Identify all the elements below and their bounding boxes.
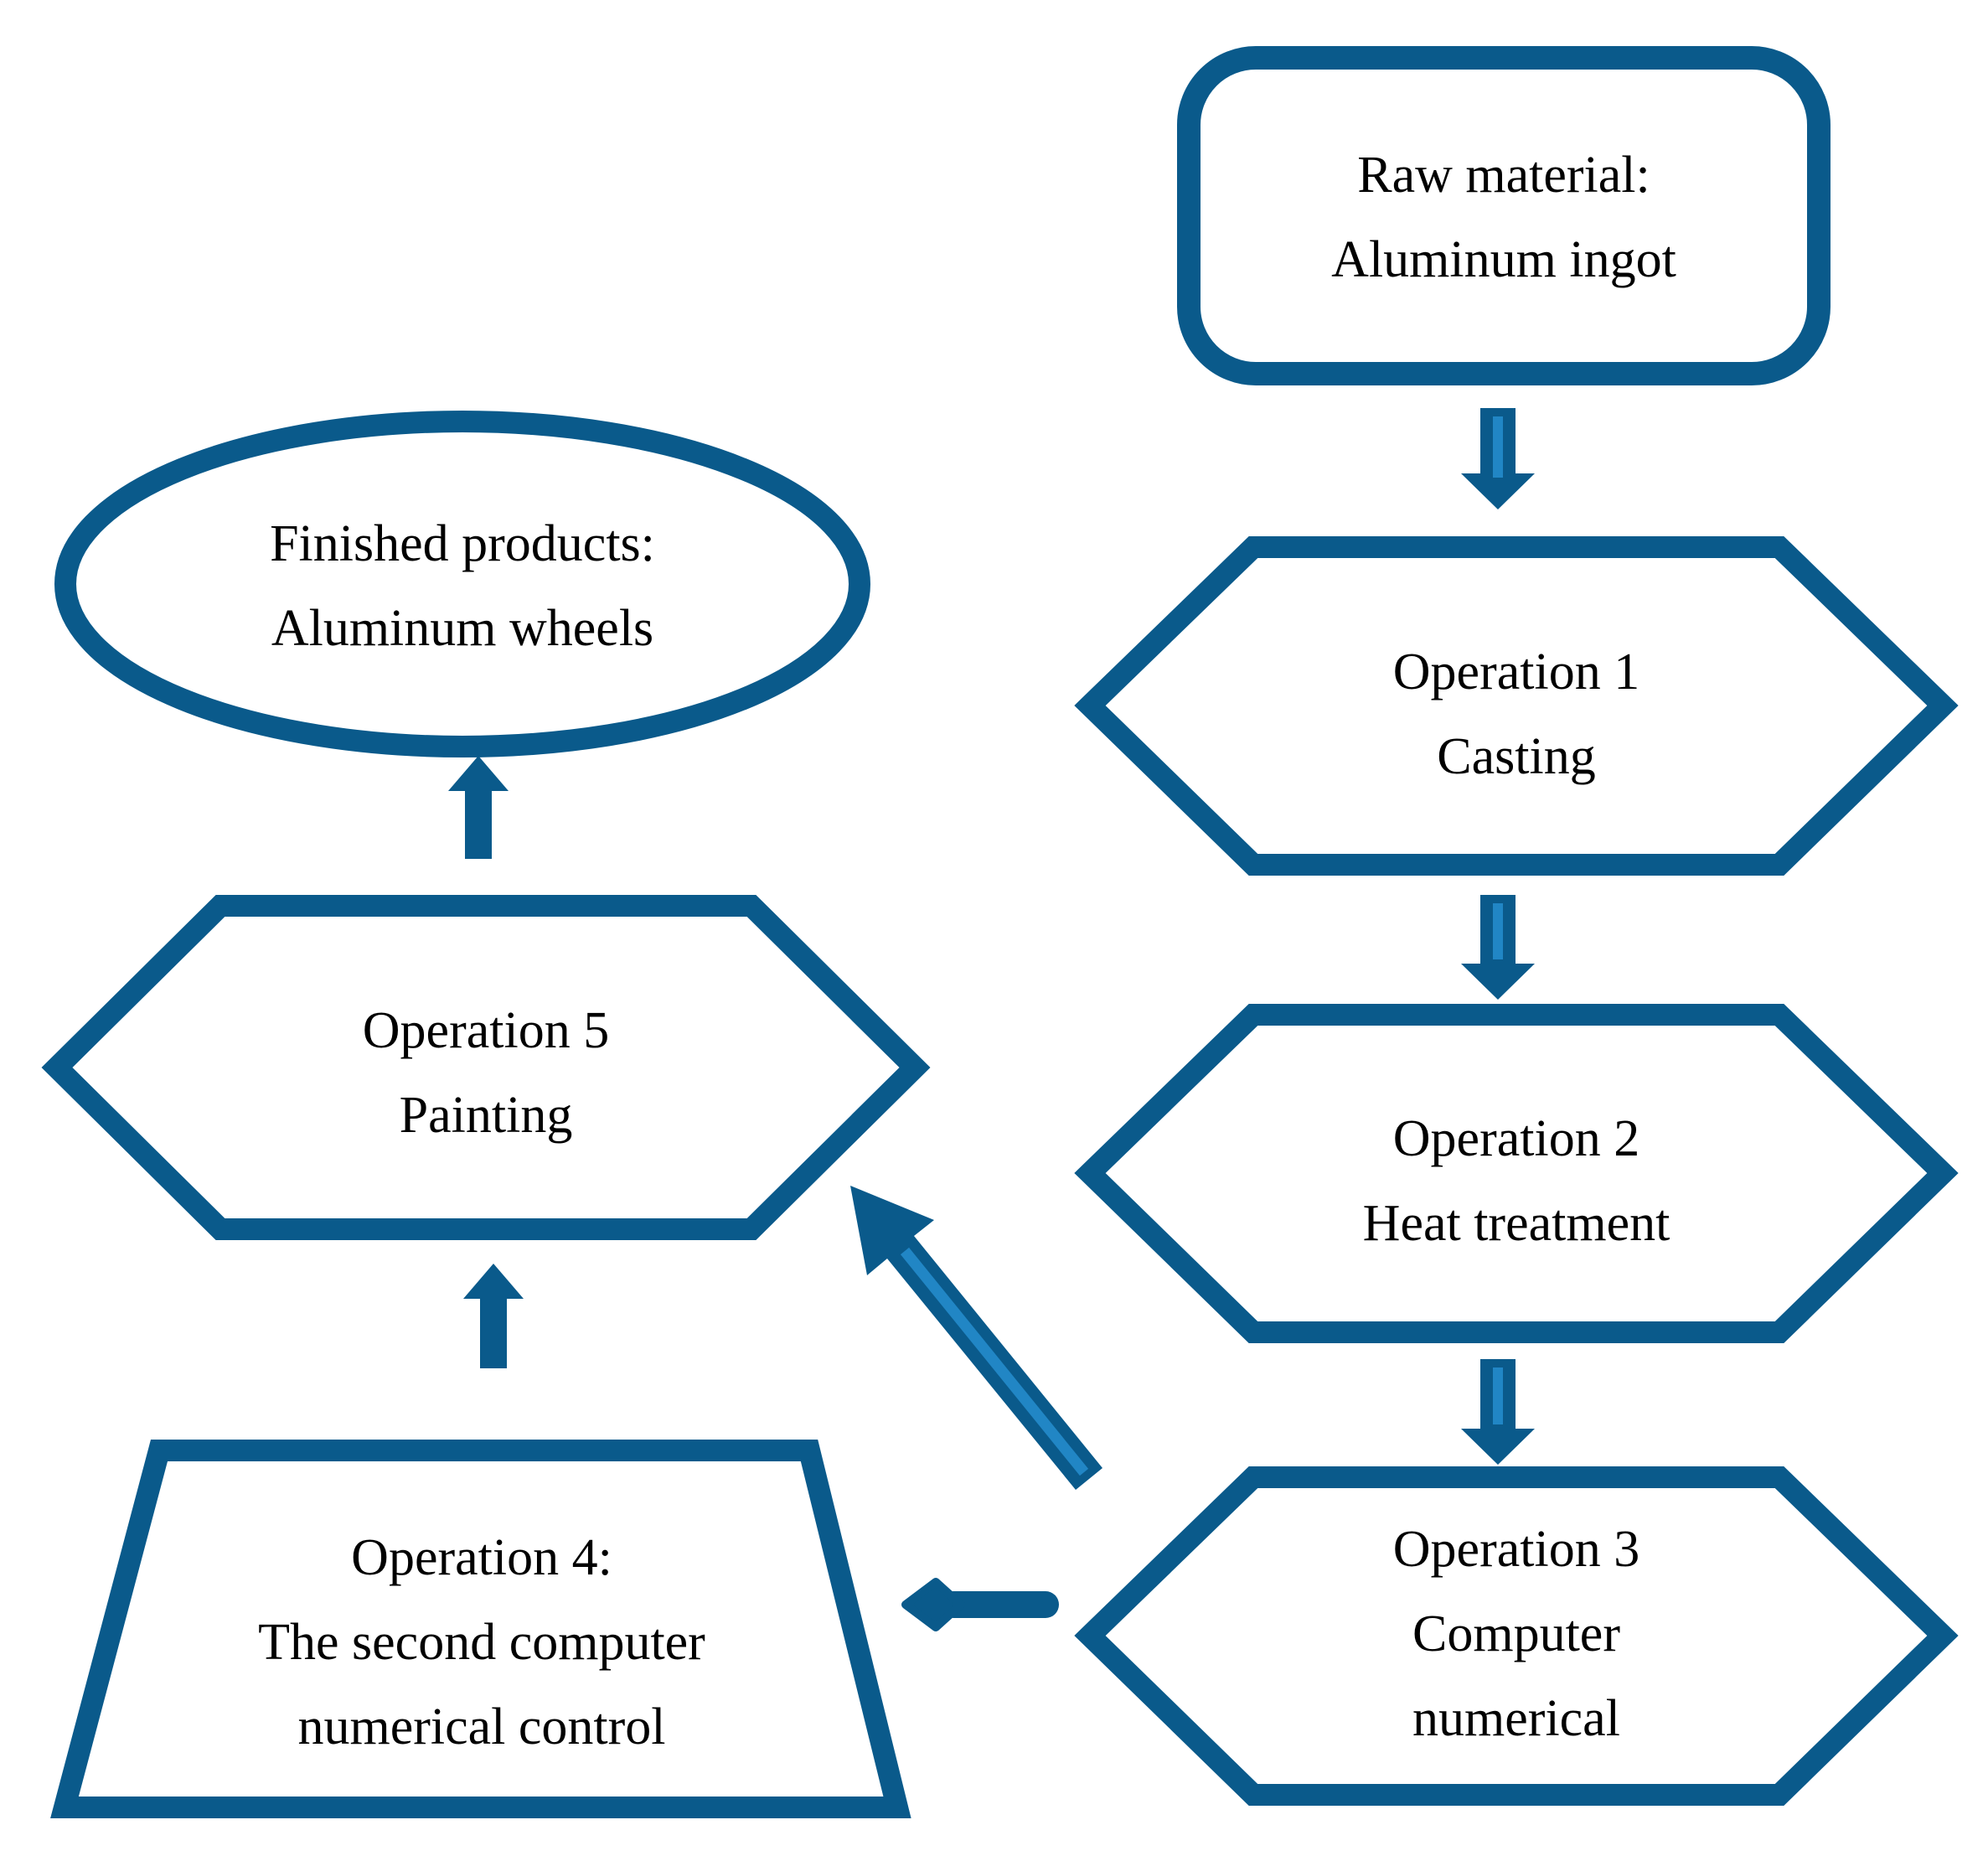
finished-products-label-line1: Finished products:	[270, 515, 655, 572]
operation4-label-line2: The second computer	[258, 1614, 705, 1671]
operation1-shape	[1074, 536, 1959, 876]
arrow-raw-material-to-operation1-highlight	[1493, 416, 1503, 478]
finished-products-shape	[54, 411, 870, 757]
raw-material-shape	[1177, 46, 1831, 385]
raw-material-label: Raw material: Aluminum ingot	[1169, 133, 1839, 302]
arrow-operation2-to-operation3-highlight	[1493, 1367, 1503, 1424]
operation1-label-line1: Operation 1	[1392, 644, 1640, 701]
raw-material-label-line1: Raw material:	[1357, 147, 1650, 204]
operation5-label-line2: Painting	[399, 1087, 573, 1144]
finished-products-label: Finished products: Aluminum wheels	[85, 502, 839, 671]
operation3-label-line3: numerical	[1412, 1690, 1620, 1747]
finished-products-label-line2: Aluminum wheels	[271, 600, 654, 657]
operation1-label-line2: Casting	[1437, 728, 1596, 785]
operation4-label-line1: Operation 4:	[351, 1529, 612, 1586]
raw-material-label-line2: Aluminum ingot	[1331, 231, 1676, 288]
operation5-label: Operation 5 Painting	[151, 989, 821, 1158]
operation2-label-line1: Operation 2	[1392, 1110, 1640, 1167]
operation5-shape	[41, 895, 931, 1240]
arrow-operation4-to-operation5	[463, 1264, 524, 1368]
operation3-label-line1: Operation 3	[1392, 1521, 1640, 1578]
arrow-operation3-to-operation5-highlight	[900, 1247, 1089, 1476]
operation2-label: Operation 2 Heat treatment	[1181, 1097, 1851, 1266]
arrow-operation3-to-operation4-head	[901, 1578, 965, 1631]
arrow-operation1-to-operation2-highlight	[1493, 903, 1503, 959]
operation3-shape	[1074, 1466, 1959, 1806]
operation3-label: Operation 3 Computer numerical	[1181, 1507, 1851, 1761]
operation4-label-line3: numerical control	[297, 1698, 666, 1755]
arrow-operation5-to-finished-products	[448, 756, 509, 859]
operation4-label: Operation 4: The second computer numeric…	[105, 1516, 859, 1770]
operation5-label-line1: Operation 5	[362, 1002, 610, 1059]
operation2-label-line2: Heat treatment	[1362, 1195, 1670, 1252]
operation4-shape	[50, 1440, 911, 1818]
operation3-label-line2: Computer	[1412, 1605, 1620, 1662]
operation1-label: Operation 1 Casting	[1181, 630, 1851, 799]
operation2-shape	[1074, 1004, 1959, 1343]
